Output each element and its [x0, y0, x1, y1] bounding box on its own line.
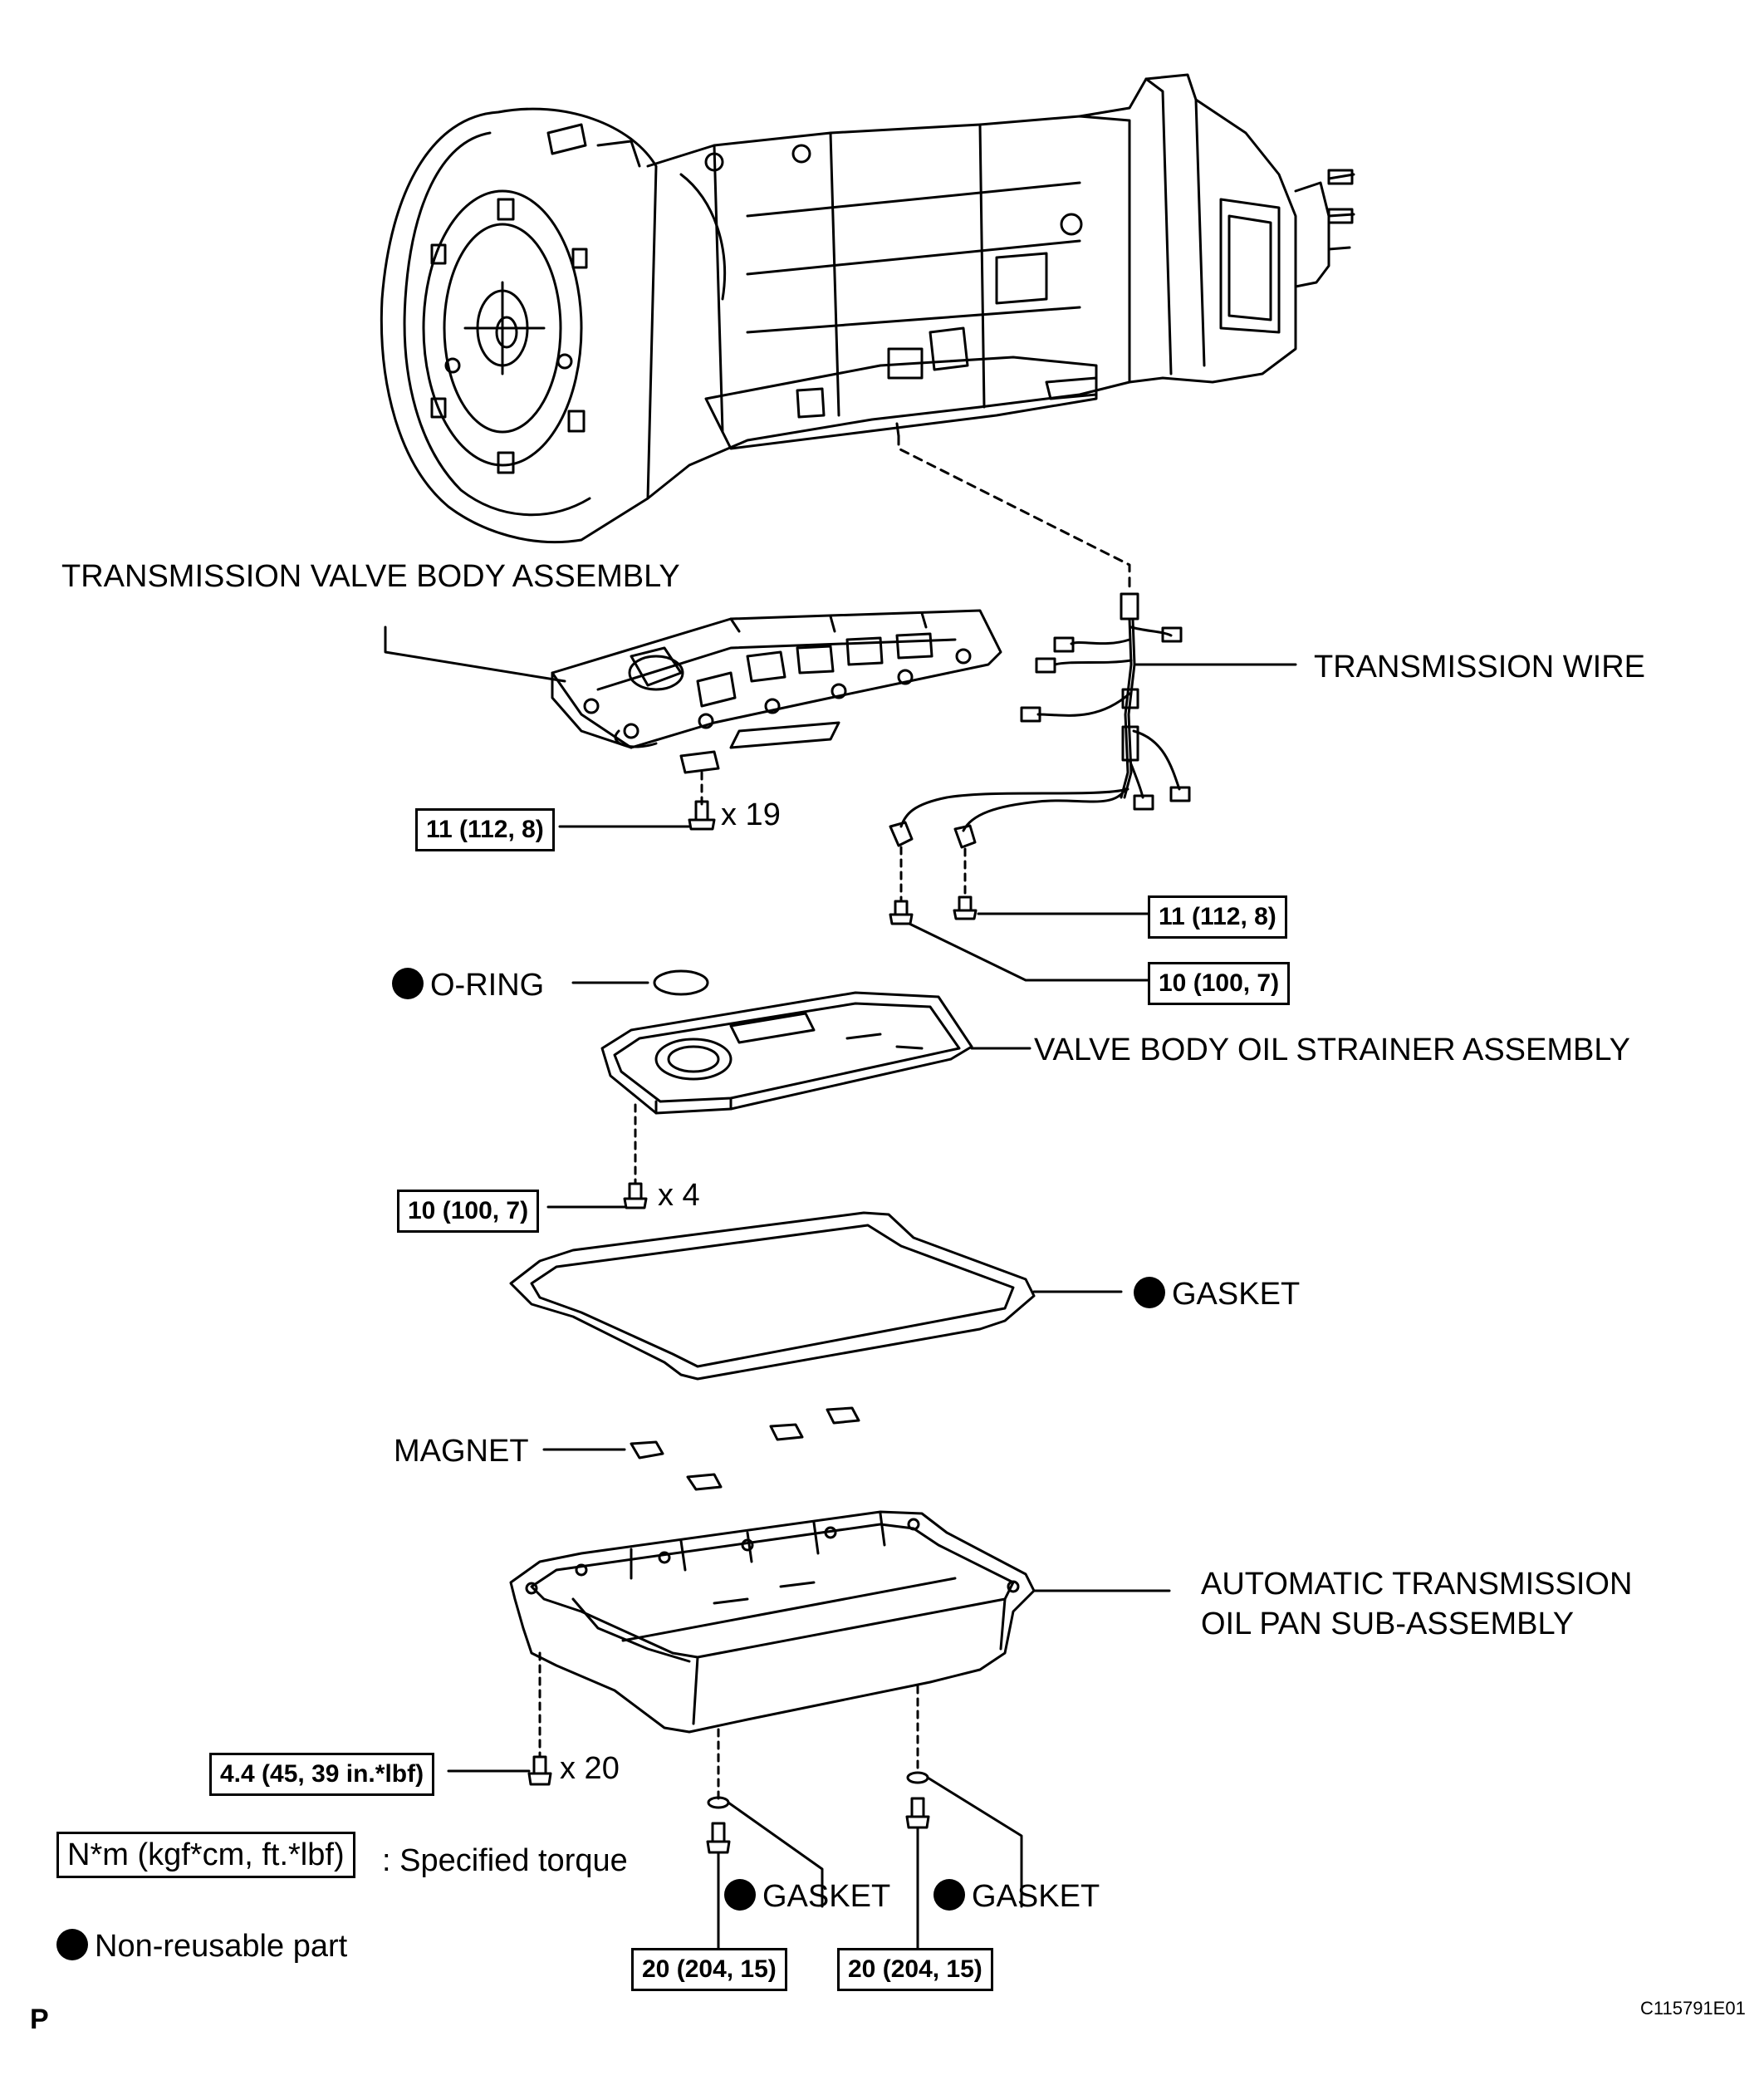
legend-nonreusable: Non-reusable part: [56, 1929, 347, 1962]
legend-torque-text: : Specified torque: [382, 1843, 628, 1878]
torque-wire-bolt-right: 11 (112, 8): [1148, 895, 1287, 939]
figure-id: C115791E01: [1640, 1998, 1746, 2019]
o-ring-label: O-RING: [392, 968, 544, 1001]
wire-bolt-right: [953, 895, 978, 920]
oil-strainer: [600, 991, 973, 1115]
oil-pan-label-line2: OIL PAN SUB-ASSEMBLY: [1201, 1607, 1575, 1641]
non-reusable-dot-icon: [933, 1879, 965, 1911]
o-ring: [653, 969, 709, 996]
drain-gasket-right: [906, 1771, 929, 1784]
magnet-label: MAGNET: [394, 1434, 529, 1469]
oil-pan-gasket: [509, 1211, 1036, 1381]
torque-pan-bolts: 4.4 (45, 39 in.*lbf): [209, 1753, 435, 1796]
pan-gasket-label: GASKET: [1134, 1277, 1300, 1310]
oil-pan-label-line1: AUTOMATIC TRANSMISSION: [1201, 1567, 1633, 1602]
page-mark: P: [30, 2004, 49, 2035]
pan-bolt: [527, 1755, 552, 1786]
drain-plug-left: [706, 1822, 731, 1854]
oil-strainer-label: VALVE BODY OIL STRAINER ASSEMBLY: [1034, 1033, 1631, 1067]
qty-strainer-bolts: x 4: [658, 1178, 700, 1213]
wire-bolt-left: [889, 900, 914, 925]
torque-wire-bolt-left: 10 (100, 7): [1148, 962, 1291, 1005]
torque-drain-plug-left: 20 (204, 15): [631, 1948, 787, 1991]
qty-valve-body-bolts: x 19: [721, 797, 781, 832]
transmission-wire: [889, 592, 1191, 849]
non-reusable-dot-icon: [392, 968, 424, 999]
legend-torque-box: N*m (kgf*cm, ft.*lbf): [56, 1832, 355, 1878]
torque-valve-body-bolts: 11 (112, 8): [415, 808, 555, 851]
transmission-assembly: [380, 73, 1355, 544]
strainer-bolt: [623, 1182, 648, 1209]
non-reusable-dot-icon: [56, 1929, 88, 1960]
non-reusable-dot-icon: [1134, 1277, 1165, 1308]
oil-pan: [509, 1510, 1036, 1734]
valve-body-label: TRANSMISSION VALVE BODY ASSEMBLY: [61, 559, 680, 594]
valve-body-bolt: [688, 800, 716, 831]
magnets: [630, 1406, 860, 1491]
drain-plug-right: [905, 1797, 930, 1829]
drain-gasket-right-label: GASKET: [933, 1879, 1100, 1912]
drain-gasket-left-label: GASKET: [724, 1879, 890, 1912]
non-reusable-dot-icon: [724, 1879, 756, 1911]
qty-pan-bolts: x 20: [560, 1751, 620, 1786]
transmission-wire-label: TRANSMISSION WIRE: [1314, 650, 1646, 684]
valve-body-assembly: [551, 609, 1002, 774]
torque-drain-plug-right: 20 (204, 15): [837, 1948, 993, 1991]
torque-strainer-bolts: 10 (100, 7): [397, 1190, 540, 1233]
